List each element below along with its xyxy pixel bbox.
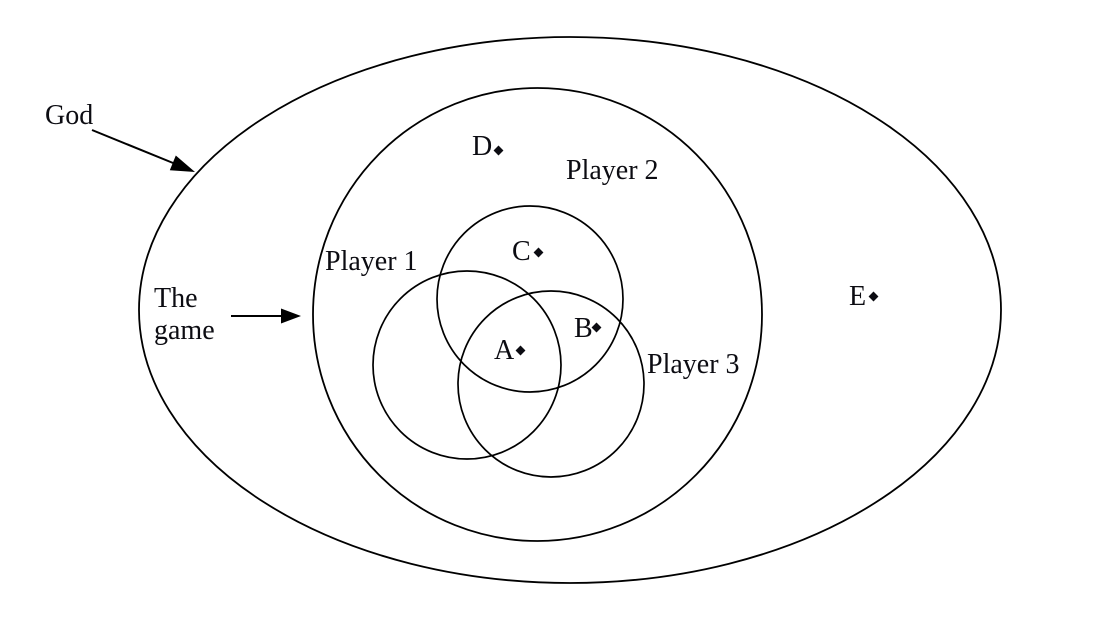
point-b-label: B (574, 313, 593, 344)
god-arrow (91, 129, 195, 172)
god-label: God (45, 100, 94, 131)
player2-label: Player 2 (566, 155, 659, 186)
player3-circle (457, 290, 645, 478)
player1-circle (372, 270, 562, 460)
god-ellipse (138, 36, 1002, 584)
point-c-label: C (512, 236, 531, 267)
game-label-line1: The (154, 283, 198, 314)
point-e-label: E (849, 281, 867, 312)
point-a-label: A (494, 335, 515, 366)
player1-label: Player 1 (325, 246, 418, 277)
player2-circle (436, 205, 624, 393)
game-arrow (231, 308, 301, 324)
game-label-line2: game (154, 315, 215, 346)
player3-label: Player 3 (647, 349, 740, 380)
game-label: The game (154, 283, 215, 347)
game-circle (312, 87, 763, 542)
point-d-label: D (472, 131, 493, 162)
